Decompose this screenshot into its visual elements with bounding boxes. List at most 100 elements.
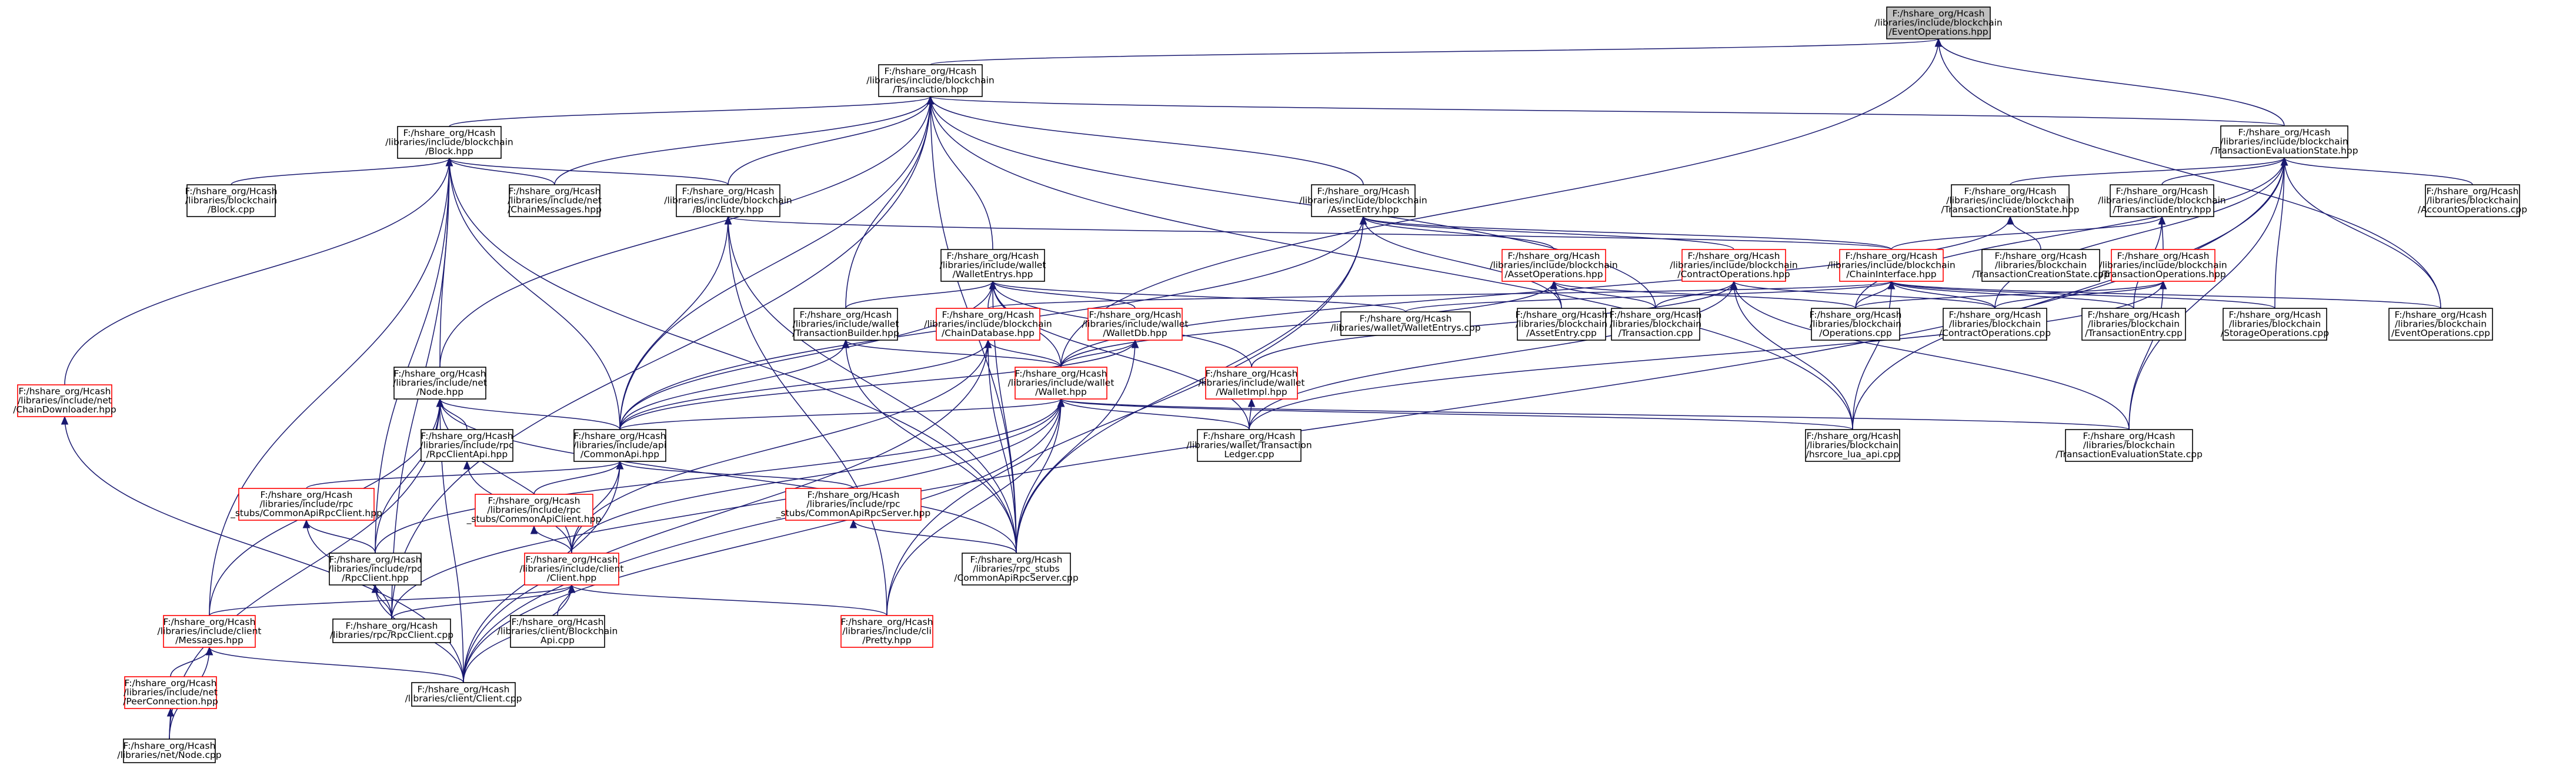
- file-node-blockchainapi-cpp[interactable]: F:/hshare_org/Hcash/libraries/client/Blo…: [498, 615, 618, 648]
- file-node-apirpcclient-hpp[interactable]: F:/hshare_org/Hcash/libraries/include/rp…: [230, 488, 382, 521]
- edge-line: [1016, 398, 1062, 554]
- file-node-eventops-hpp[interactable]: F:/hshare_org/Hcash/libraries/include/bl…: [1874, 6, 2003, 39]
- dependency-edge: [886, 215, 1367, 616]
- file-node-chaindb-hpp[interactable]: F:/hshare_org/Hcash/libraries/include/bl…: [924, 308, 1052, 341]
- file-node-box: [1839, 249, 1944, 282]
- file-node-label-line: /libraries/include/blockchain: [1670, 260, 1798, 270]
- file-node-chaininterface-hpp[interactable]: F:/hshare_org/Hcash/libraries/include/bl…: [1827, 249, 1956, 282]
- file-node-label-line: F:/hshare_org/Hcash: [682, 186, 775, 197]
- file-node-client-cpp[interactable]: F:/hshare_org/Hcash/libraries/client/Cli…: [405, 682, 522, 707]
- file-node-label-line: /PeerConnection.hpp: [123, 696, 218, 707]
- file-node-storageops-cpp[interactable]: F:/hshare_org/Hcash/libraries/blockchain…: [2221, 308, 2329, 341]
- edge-line: [1249, 281, 2164, 430]
- file-node-transaction-hpp[interactable]: F:/hshare_org/Hcash/libraries/include/bl…: [866, 64, 995, 97]
- file-node-teval-hpp[interactable]: F:/hshare_org/Hcash/libraries/include/bl…: [2210, 125, 2358, 158]
- edge-line: [2284, 157, 2441, 309]
- file-node-label-line: F:/hshare_org/Hcash: [2116, 186, 2208, 197]
- dependency-edge: [724, 215, 887, 616]
- file-node-assetentry-hpp[interactable]: F:/hshare_org/Hcash/libraries/include/bl…: [1299, 184, 1427, 217]
- dependency-edge: [930, 38, 1943, 65]
- file-node-apirpcserver-hpp[interactable]: F:/hshare_org/Hcash/libraries/include/rp…: [776, 488, 930, 521]
- file-node-chainmsg-hpp[interactable]: F:/hshare_org/Hcash/libraries/include/ne…: [508, 184, 602, 217]
- edge-line: [1249, 281, 1734, 430]
- file-node-label-line: /libraries/include/blockchain: [664, 195, 792, 205]
- edge-arrowhead: [436, 398, 444, 407]
- edge-line: [619, 340, 846, 430]
- file-node-tcreation-hpp[interactable]: F:/hshare_org/Hcash/libraries/include/bl…: [1941, 184, 2080, 217]
- edge-line: [463, 398, 1062, 683]
- file-node-tentry-hpp[interactable]: F:/hshare_org/Hcash/libraries/include/bl…: [2098, 184, 2226, 217]
- edge-line: [930, 96, 1656, 309]
- edge-arrowhead: [302, 519, 311, 528]
- edge-arrowhead: [1887, 280, 1896, 290]
- edge-line: [930, 96, 1853, 430]
- file-node-box: [124, 676, 217, 709]
- file-node-blockentry-hpp[interactable]: F:/hshare_org/Hcash/libraries/include/bl…: [664, 184, 792, 217]
- file-node-apirpcserver-cpp[interactable]: F:/hshare_org/Hcash/libraries/rpc_stubs/…: [954, 553, 1079, 586]
- edge-line: [1733, 281, 2130, 430]
- file-node-label-line: /libraries/include/api: [573, 440, 666, 450]
- file-node-client-hpp[interactable]: F:/hshare_org/Hcash/libraries/include/cl…: [519, 553, 624, 586]
- edge-line: [1363, 216, 1554, 250]
- file-node-box: [2111, 249, 2215, 282]
- file-node-assetops-hpp[interactable]: F:/hshare_org/Hcash/libraries/include/bl…: [1490, 249, 1618, 282]
- file-node-label-line: /TransactionOperations.hpp: [2100, 269, 2226, 280]
- dependency-edge: [1016, 398, 1065, 554]
- file-node-label-line: F:/hshare_org/Hcash: [1995, 251, 2087, 262]
- edge-line: [2128, 281, 2164, 430]
- file-node-tentry-cpp[interactable]: F:/hshare_org/Hcash/libraries/blockchain…: [2081, 308, 2186, 341]
- file-node-label-line: /TransactionCreationState.cpp: [1972, 269, 2110, 280]
- file-node-eventops-cpp[interactable]: F:/hshare_org/Hcash/libraries/blockchain…: [2388, 308, 2493, 341]
- edge-arrowhead: [1934, 38, 1943, 47]
- file-node-teval-cpp[interactable]: F:/hshare_org/Hcash/libraries/blockchain…: [2056, 429, 2203, 462]
- edge-line: [463, 157, 2285, 683]
- file-node-box: [238, 488, 375, 521]
- file-node-label-line: /EventOperations.hpp: [1888, 26, 1988, 37]
- file-node-assetentry-cpp[interactable]: F:/hshare_org/Hcash/libraries/blockchain…: [1516, 308, 1608, 341]
- file-node-transaction-cpp[interactable]: F:/hshare_org/Hcash/libraries/blockchain…: [1610, 308, 1702, 341]
- file-node-node-cpp[interactable]: F:/hshare_org/Hcash/libraries/net/Node.c…: [117, 739, 222, 763]
- file-node-label-line: /libraries/blockchain: [2427, 195, 2518, 205]
- file-node-tcreation-cpp[interactable]: F:/hshare_org/Hcash/libraries/blockchain…: [1972, 249, 2110, 282]
- file-node-contractops-hpp[interactable]: F:/hshare_org/Hcash/libraries/include/bl…: [1670, 249, 1798, 282]
- file-node-translog-cpp[interactable]: F:/hshare_org/Hcash/libraries/wallet/Tra…: [1186, 429, 1312, 462]
- edge-line: [1060, 340, 1136, 368]
- file-node-rpcclient-hpp[interactable]: F:/hshare_org/Hcash/libraries/include/rp…: [328, 553, 422, 586]
- file-node-box: [397, 126, 502, 159]
- file-node-luaapi-cpp[interactable]: F:/hshare_org/Hcash/libraries/blockchain…: [1805, 429, 1900, 462]
- file-node-label-line: /libraries/include/net: [18, 395, 112, 405]
- file-node-label-line: /libraries/include/blockchain: [1874, 17, 2003, 28]
- file-node-walletentrys-cpp[interactable]: F:/hshare_org/Hcash/libraries/wallet/Wal…: [1330, 311, 1481, 336]
- file-node-box: [411, 682, 516, 707]
- file-node-node-hpp[interactable]: F:/hshare_org/Hcash/libraries/include/ne…: [393, 367, 487, 400]
- file-node-block-hpp[interactable]: F:/hshare_org/Hcash/libraries/include/bl…: [385, 126, 513, 159]
- file-node-chaindownloader-hpp[interactable]: F:/hshare_org/Hcash/libraries/include/ne…: [13, 384, 116, 417]
- file-node-tbuilder-hpp[interactable]: F:/hshare_org/Hcash/libraries/include/wa…: [792, 308, 899, 341]
- file-node-operations-cpp[interactable]: F:/hshare_org/Hcash/libraries/blockchain…: [1810, 308, 1902, 341]
- edge-line: [306, 461, 620, 489]
- file-node-rpcclientapi-hpp[interactable]: F:/hshare_org/Hcash/libraries/include/rp…: [420, 429, 514, 462]
- file-node-label-line: F:/hshare_org/Hcash: [1015, 368, 1107, 380]
- file-node-rpcclient-cpp[interactable]: F:/hshare_org/Hcash/libraries/rpc/RpcCli…: [330, 618, 453, 643]
- dependency-edge: [306, 460, 624, 489]
- file-node-wallet-hpp[interactable]: F:/hshare_org/Hcash/libraries/include/wa…: [1008, 367, 1115, 400]
- file-node-walletimpl-hpp[interactable]: F:/hshare_org/Hcash/libraries/include/wa…: [1199, 367, 1305, 400]
- file-node-messages-hpp[interactable]: F:/hshare_org/Hcash/libraries/include/cl…: [157, 615, 262, 648]
- edge-line: [619, 96, 931, 430]
- file-node-label-line: F:/hshare_org/Hcash: [2083, 431, 2175, 442]
- file-node-box: [676, 184, 780, 217]
- file-node-apiclient-hpp[interactable]: F:/hshare_org/Hcash/libraries/include/rp…: [466, 494, 602, 527]
- edge-line: [1060, 281, 1554, 368]
- file-node-walletdb-hpp[interactable]: F:/hshare_org/Hcash/libraries/include/wa…: [1082, 308, 1189, 341]
- file-node-label-line: /libraries/rpc_stubs: [973, 563, 1059, 574]
- file-node-peerconn-hpp[interactable]: F:/hshare_org/Hcash/libraries/include/ne…: [123, 676, 218, 709]
- file-node-contractops-cpp[interactable]: F:/hshare_org/Hcash/libraries/blockchain…: [1939, 308, 2051, 341]
- file-node-accountops-cpp[interactable]: F:/hshare_org/Hcash/libraries/blockchain…: [2418, 184, 2527, 217]
- file-node-pretty-hpp[interactable]: F:/hshare_org/Hcash/libraries/include/cl…: [840, 615, 933, 648]
- file-node-walletentrys-hpp[interactable]: F:/hshare_org/Hcash/libraries/include/wa…: [940, 249, 1046, 282]
- file-node-tops-hpp[interactable]: F:/hshare_org/Hcash/libraries/include/bl…: [2099, 249, 2227, 282]
- file-node-block-cpp[interactable]: F:/hshare_org/Hcash/libraries/blockchain…: [185, 184, 278, 217]
- dependency-edge: [436, 398, 572, 554]
- file-node-label-line: F:/hshare_org/Hcash: [125, 678, 217, 689]
- file-node-commonapi-hpp[interactable]: F:/hshare_org/Hcash/libraries/include/ap…: [573, 429, 666, 462]
